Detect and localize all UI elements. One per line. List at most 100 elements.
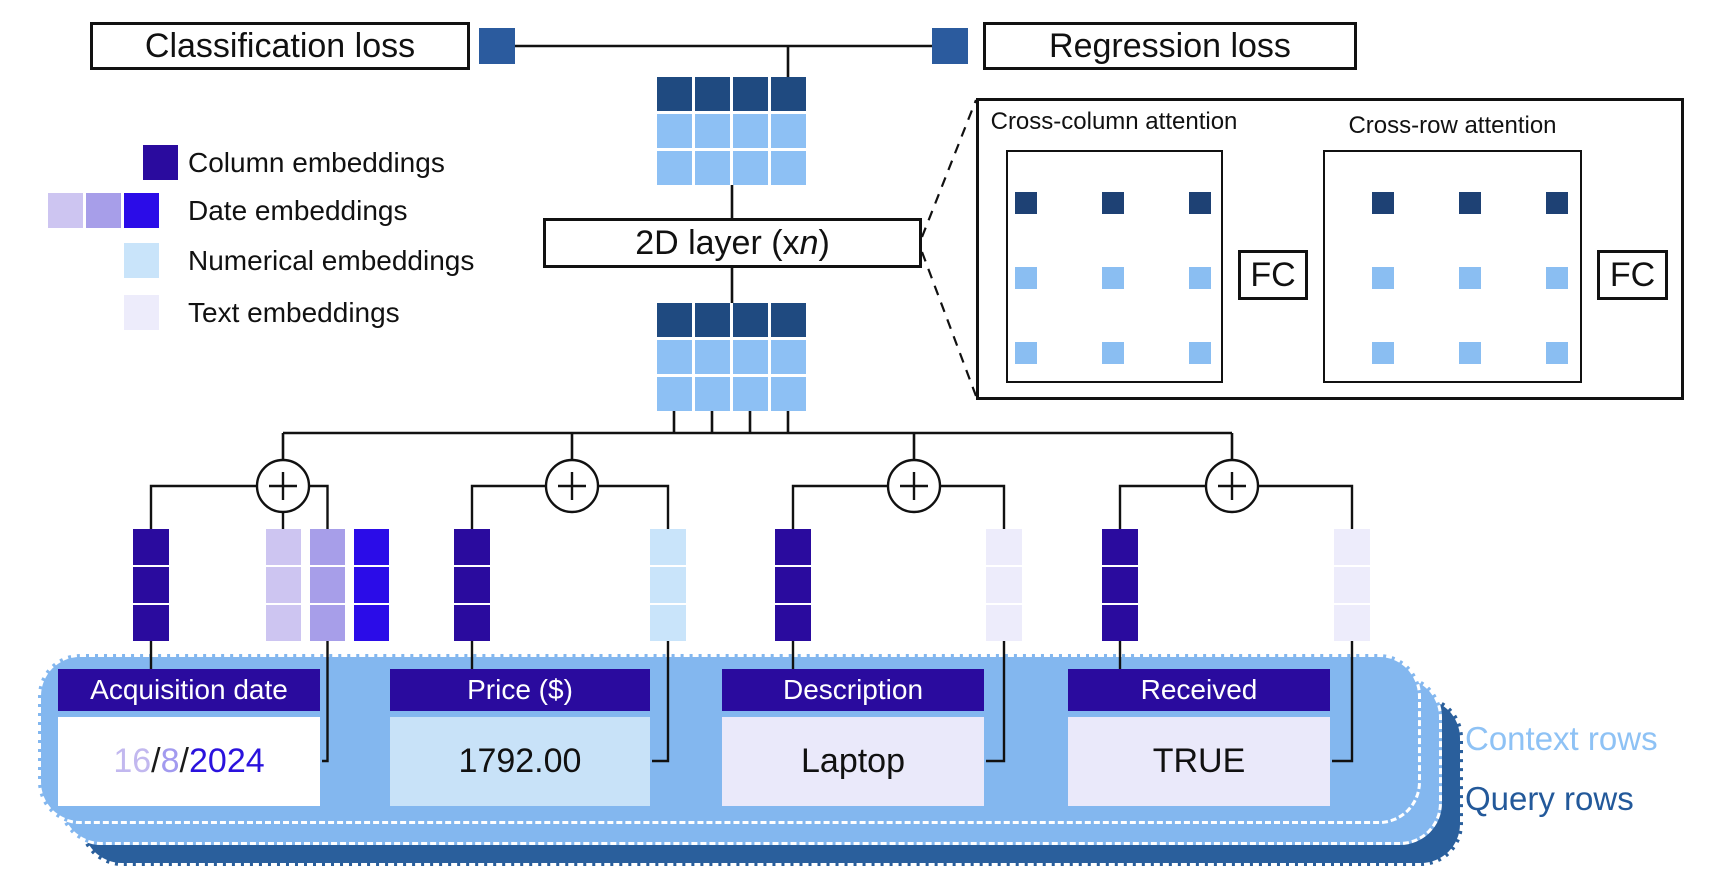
legend-date-label: Date embeddings [188, 194, 408, 226]
embedding-cell [454, 567, 490, 603]
classification-loss-label: Classification loss [144, 26, 416, 65]
embedding-cell [775, 529, 811, 565]
embedding-cell [1459, 192, 1481, 214]
embedding-cell [310, 567, 345, 603]
cross-row-attention-panel [1323, 150, 1582, 383]
sum-circles [255, 458, 1260, 514]
regression-loss-square [932, 28, 968, 64]
embedding-cell [771, 303, 806, 337]
embedding-cell [266, 529, 301, 565]
embedding-cell [733, 114, 768, 148]
column-embedding-stack-3 [775, 529, 811, 641]
embedding-cell [771, 151, 806, 185]
cross-row-squares [1372, 192, 1568, 364]
legend-numerical-swatch [124, 243, 159, 278]
embedding-cell [733, 377, 768, 411]
embedding-cell [771, 77, 806, 111]
2d-layer-label-suffix: ) [818, 223, 830, 262]
fc-label-2: FC [1609, 255, 1656, 294]
embedding-cell [454, 529, 490, 565]
column-embedding-stack-1 [133, 529, 169, 641]
date-embedding-grid [266, 529, 389, 641]
embedding-cell [695, 377, 730, 411]
embedding-cell [310, 605, 345, 641]
embedding-cell [310, 529, 345, 565]
regression-loss-label: Regression loss [1049, 26, 1291, 65]
embedding-cell [354, 567, 389, 603]
embedding-cell [1546, 342, 1568, 364]
embedding-cell [1334, 567, 1370, 603]
embedding-cell [1102, 529, 1138, 565]
table-header-description: Description [722, 669, 984, 711]
embedding-cell [695, 77, 730, 111]
embedding-grid-output [657, 77, 806, 185]
embedding-cell [1015, 267, 1037, 289]
embedding-cell [133, 567, 169, 603]
embedding-cell [1372, 192, 1394, 214]
legend-date-swatch-bright [124, 193, 159, 228]
detail-callout-dashed-lines [920, 99, 978, 397]
table-value-description: Laptop [722, 717, 984, 806]
embedding-cell [454, 605, 490, 641]
embedding-cell [1459, 267, 1481, 289]
embedding-cell [1459, 342, 1481, 364]
group-connectors [149, 484, 1354, 763]
embedding-cell [650, 529, 686, 565]
legend-date-swatch-mid [86, 193, 121, 228]
embedding-bus-lines [281, 411, 1234, 460]
embedding-cell [695, 303, 730, 337]
embedding-cell [657, 114, 692, 148]
table-value-price: 1792.00 [390, 717, 650, 806]
query-rows-label: Query rows [1465, 780, 1634, 817]
embedding-cell [695, 340, 730, 374]
embedding-cell [986, 529, 1022, 565]
legend-text-label: Text embeddings [188, 296, 400, 328]
embedding-cell [733, 77, 768, 111]
embedding-cell [657, 340, 692, 374]
fc-box-2: FC [1597, 250, 1668, 300]
embedding-cell [1189, 192, 1211, 214]
date-year-value: 2024 [189, 742, 265, 780]
embedding-cell [986, 567, 1022, 603]
embedding-cell [266, 605, 301, 641]
embedding-cell [1372, 342, 1394, 364]
date-separator-2: / [179, 742, 189, 780]
embedding-cell [657, 151, 692, 185]
embedding-cell [266, 567, 301, 603]
embedding-cell [1015, 192, 1037, 214]
cross-column-squares [1015, 192, 1211, 364]
embedding-cell [657, 77, 692, 111]
fc-box-1: FC [1238, 250, 1308, 300]
classification-loss-square [479, 28, 515, 64]
embedding-cell [1334, 529, 1370, 565]
text-embedding-stack-2 [1334, 529, 1370, 641]
embedding-cell [133, 529, 169, 565]
embedding-cell [733, 151, 768, 185]
embedding-grid-input [657, 303, 806, 411]
embedding-cell [1102, 567, 1138, 603]
embedding-cell [1015, 342, 1037, 364]
embedding-cell [1102, 605, 1138, 641]
column-embedding-stack-4 [1102, 529, 1138, 641]
legend-column-swatch [143, 145, 178, 180]
embedding-cell [1102, 342, 1124, 364]
fc-label-1: FC [1250, 255, 1296, 294]
embedding-cell [354, 529, 389, 565]
embedding-cell [650, 605, 686, 641]
embedding-cell [657, 377, 692, 411]
embedding-cell [775, 567, 811, 603]
table-value-received: TRUE [1068, 717, 1330, 806]
embedding-cell [354, 605, 389, 641]
table-header-received: Received [1068, 669, 1330, 711]
cross-column-attention-label: Cross-column attention [990, 108, 1238, 135]
embedding-cell [695, 151, 730, 185]
embedding-cell [695, 114, 730, 148]
date-month-value: 8 [160, 742, 180, 780]
embedding-cell [1102, 267, 1124, 289]
embedding-cell [771, 114, 806, 148]
table-value-acquisition-date: 16 / 8 / 2024 [58, 717, 320, 806]
2d-layer-label-prefix: 2D layer (x [635, 223, 800, 262]
numerical-embedding-stack [650, 529, 686, 641]
